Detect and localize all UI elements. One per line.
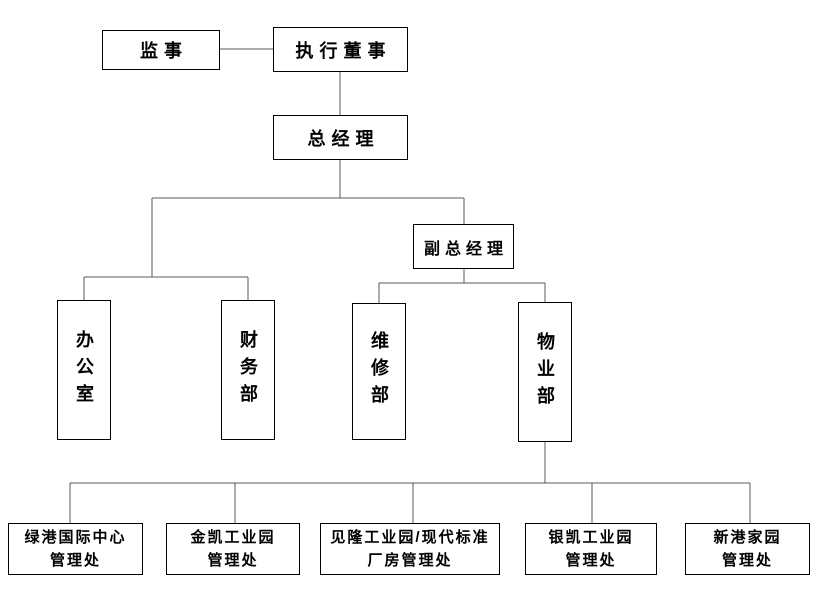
node-finance-dept: 财务部 xyxy=(221,300,275,440)
node-general-manager-label: 总经理 xyxy=(307,128,380,149)
node-jinkai-label-line1: 金凯工业园 xyxy=(190,528,276,546)
node-lvgang-label-line2: 管理处 xyxy=(49,552,101,569)
node-xingang-home-office: 新港家园 管理处 xyxy=(685,523,810,575)
connector-path xyxy=(69,48,751,523)
node-yinkai-label-line2: 管理处 xyxy=(565,552,617,569)
node-finance-dept-label: 财务部 xyxy=(238,329,258,411)
node-jinkai-label-line2: 管理处 xyxy=(207,552,259,569)
node-jianlong-label-line2: 厂房管理处 xyxy=(367,552,453,569)
node-jianlong-standard-plant-office: 见隆工业园/现代标准 厂房管理处 xyxy=(320,523,500,575)
node-property-dept-label: 物业部 xyxy=(535,331,555,413)
node-office-dept: 办公室 xyxy=(57,300,111,440)
node-yinkai-label-line1: 银凯工业园 xyxy=(548,528,634,546)
node-maintenance-dept-label: 维修部 xyxy=(369,331,389,412)
node-lvgang-intl-center-office: 绿港国际中心 管理处 xyxy=(8,523,143,575)
node-supervisor: 监事 xyxy=(102,30,220,70)
node-maintenance-dept: 维修部 xyxy=(352,303,406,440)
node-office-dept-label: 办公室 xyxy=(74,329,94,411)
node-yinkai-industrial-park-office: 银凯工业园 管理处 xyxy=(525,523,657,575)
node-general-manager: 总经理 xyxy=(273,115,408,160)
node-supervisor-label: 监事 xyxy=(140,41,188,61)
node-lvgang-label-line1: 绿港国际中心 xyxy=(24,528,127,546)
node-executive-director: 执行董事 xyxy=(273,27,408,72)
node-xingang-label-line2: 管理处 xyxy=(721,552,773,569)
node-jianlong-label-line1: 见隆工业园/现代标准 xyxy=(330,528,490,546)
node-property-dept: 物业部 xyxy=(518,302,572,442)
node-deputy-general-manager-label: 副总经理 xyxy=(423,240,508,258)
node-jinkai-industrial-park-office: 金凯工业园 管理处 xyxy=(166,523,300,575)
node-xingang-label-line1: 新港家园 xyxy=(713,528,782,546)
node-executive-director-label: 执行董事 xyxy=(295,40,392,61)
node-deputy-general-manager: 副总经理 xyxy=(413,224,514,269)
